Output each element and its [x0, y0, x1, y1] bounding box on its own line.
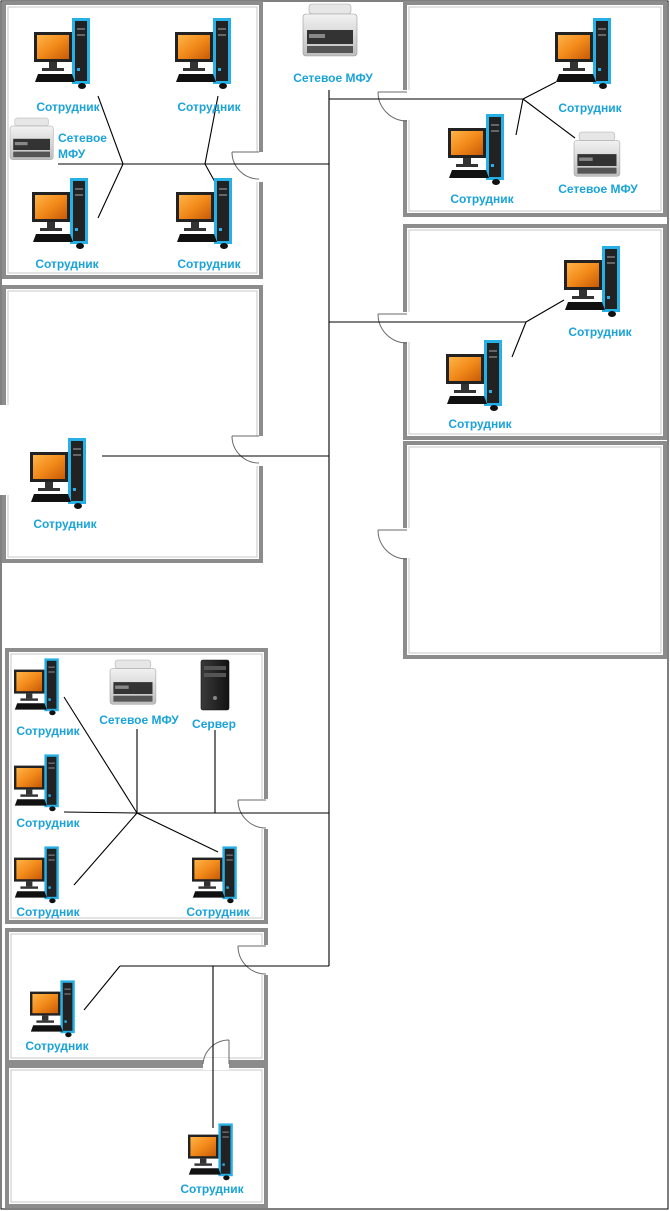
workstation-icon	[34, 18, 90, 89]
mfu-printer-icon	[109, 659, 157, 705]
room-5	[403, 441, 667, 659]
label-employee: Сотрудник	[568, 325, 632, 339]
label-employee: Сотрудник	[16, 816, 80, 830]
workstation-icon	[564, 246, 620, 317]
label-employee: Сотрудник	[177, 100, 241, 114]
label-employee: Сотрудник	[35, 257, 99, 271]
room-7	[5, 928, 268, 1064]
room-6	[5, 648, 268, 924]
workstation-icon	[14, 846, 59, 904]
label-employee: Сотрудник	[186, 905, 250, 919]
mfu-printer-icon	[9, 117, 54, 161]
workstation-icon	[30, 438, 86, 509]
label-employee: Сотрудник	[33, 517, 97, 531]
label-employee: Сотрудник	[448, 417, 512, 431]
workstation-icon	[188, 1123, 233, 1181]
label-mfu-line2: МФУ	[58, 147, 86, 161]
workstation-icon	[176, 178, 232, 249]
label-server: Сервер	[192, 717, 236, 731]
label-employee: Сотрудник	[16, 724, 80, 738]
label-employee: Сотрудник	[180, 1182, 244, 1196]
label-employee: Сотрудник	[450, 192, 514, 206]
label-mfu-line1: Сетевое	[58, 131, 107, 145]
label-employee: Сотрудник	[558, 101, 622, 115]
network-cables	[58, 81, 576, 1128]
room-1	[2, 1, 263, 279]
label-mfu: Сетевое МФУ	[558, 182, 638, 196]
label-employee: Сотрудник	[36, 100, 100, 114]
workstation-icon	[32, 178, 88, 249]
mfu-printer-icon	[302, 3, 358, 57]
label-employee: Сотрудник	[177, 257, 241, 271]
label-employee: Сотрудник	[16, 905, 80, 919]
workstation-icon	[175, 18, 231, 89]
workstation-icon	[555, 18, 611, 89]
workstation-icon	[192, 846, 237, 904]
server-icon	[200, 659, 230, 711]
room-8	[5, 1064, 268, 1208]
label-mfu: Сетевое МФУ	[99, 713, 179, 727]
workstation-icon	[448, 114, 504, 185]
equipment	[9, 3, 621, 1181]
labels: Сотрудник Сотрудник Сотрудник Сотрудник …	[16, 71, 638, 1196]
workstation-icon	[14, 658, 59, 716]
workstation-icon	[446, 340, 502, 411]
doors	[0, 90, 411, 1070]
label-employee: Сотрудник	[25, 1039, 89, 1053]
workstation-icon	[30, 980, 75, 1038]
label-mfu: Сетевое МФУ	[293, 71, 373, 85]
workstation-icon	[14, 754, 59, 812]
mfu-printer-icon	[573, 131, 621, 177]
